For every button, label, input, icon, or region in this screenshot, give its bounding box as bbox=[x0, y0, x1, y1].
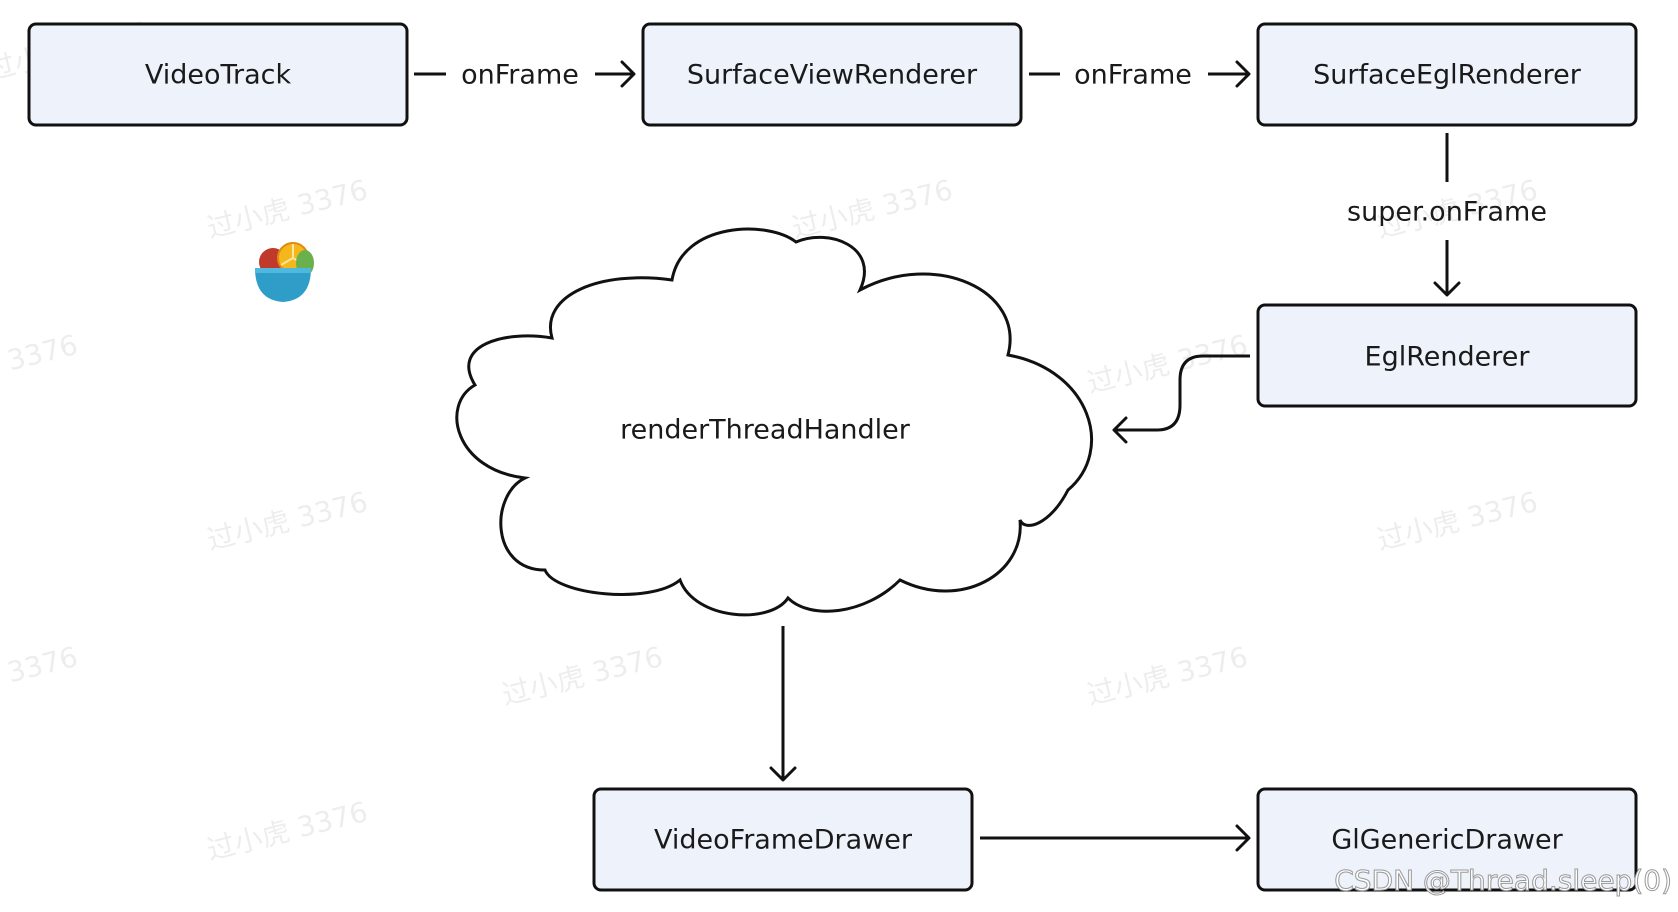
watermark: 过小虎 3376 bbox=[1374, 485, 1541, 557]
edge-surface-egl-to-egl: super.onFrame bbox=[1347, 133, 1547, 297]
edge-label-view-to-surface-egl: onFrame bbox=[1074, 60, 1192, 91]
edge-label-track-to-view: onFrame bbox=[461, 60, 579, 91]
render-thread-handler-cloud: renderThreadHandler bbox=[455, 227, 1093, 617]
node-label-gl-generic-drawer: GlGenericDrawer bbox=[1331, 825, 1563, 856]
watermark: 过小虎 3376 bbox=[1084, 328, 1251, 400]
watermark: 过小虎 3376 bbox=[0, 640, 81, 712]
edge-track-to-view: onFrame bbox=[414, 60, 636, 91]
node-surface-egl-renderer: SurfaceEglRenderer bbox=[1256, 22, 1638, 127]
edge-egl-to-handler bbox=[1112, 354, 1250, 444]
watermark: 过小虎 3376 bbox=[204, 795, 371, 867]
node-video-frame-drawer: VideoFrameDrawer bbox=[592, 787, 974, 892]
edge-view-to-surface-egl: onFrame bbox=[1029, 60, 1251, 91]
watermark: 过小虎 3376 bbox=[789, 173, 956, 245]
node-egl-renderer: EglRenderer bbox=[1256, 303, 1638, 408]
watermark: 过小虎 3376 bbox=[204, 485, 371, 557]
node-video-track: VideoTrack bbox=[27, 22, 409, 127]
edge-drawer-to-generic bbox=[980, 824, 1251, 852]
watermark: 过小虎 3376 bbox=[204, 173, 371, 245]
fruit-bowl-icon bbox=[255, 242, 314, 302]
edge-handler-to-drawer bbox=[769, 626, 797, 782]
credit-watermark: CSDN @Thread.sleep(0) bbox=[1334, 864, 1672, 897]
node-label-render-thread-handler: renderThreadHandler bbox=[620, 415, 911, 446]
node-label-video-track: VideoTrack bbox=[145, 60, 292, 91]
edge-label-surface-egl-to-egl: super.onFrame bbox=[1347, 197, 1547, 228]
node-label-video-frame-drawer: VideoFrameDrawer bbox=[654, 825, 913, 856]
watermark: 过小虎 3376 bbox=[0, 328, 81, 400]
node-gl-generic-drawer: GlGenericDrawer bbox=[1256, 787, 1638, 892]
node-surface-view-renderer: SurfaceViewRenderer bbox=[641, 22, 1023, 127]
watermark: 过小虎 3376 bbox=[499, 640, 666, 712]
watermark: 过小虎 3376 bbox=[1084, 640, 1251, 712]
node-label-egl-renderer: EglRenderer bbox=[1365, 342, 1531, 373]
node-label-surface-view-renderer: SurfaceViewRenderer bbox=[687, 60, 978, 91]
node-label-surface-egl-renderer: SurfaceEglRenderer bbox=[1313, 60, 1582, 91]
